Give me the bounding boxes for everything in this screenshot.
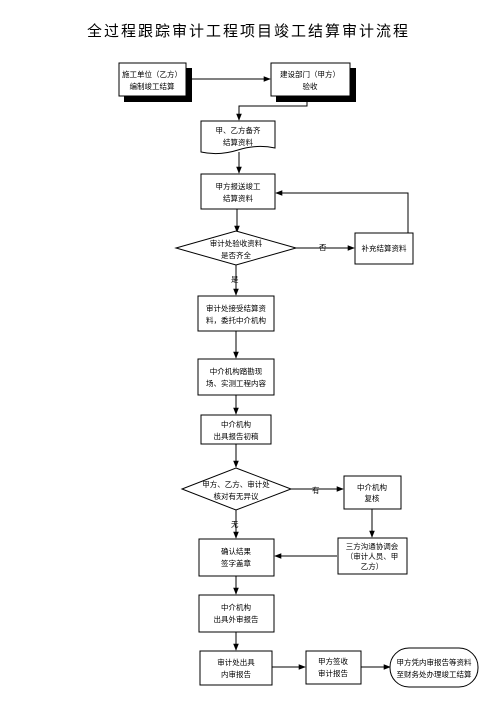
site-survey-line-1: 中介机构踏勘现 (210, 366, 263, 376)
confirm-sign-line-2: 签字盖章 (221, 558, 251, 568)
supplement-box (354, 232, 414, 265)
party-a-sign-box (305, 650, 362, 685)
review-box (343, 475, 402, 510)
acceptance-line-2: 验收 (303, 81, 318, 91)
verify-objection-line-1: 甲方、乙方、审计处 (202, 479, 270, 489)
accept-entrust-box (197, 295, 275, 332)
coordinate-line-1: 三方沟通协调会 (346, 541, 399, 551)
draft-report-line-1: 中介机构 (221, 419, 251, 429)
coordinate-line-2: （审计人员、甲 (346, 551, 399, 561)
accept-entrust-line-1: 审计处接受结算资 (206, 303, 266, 313)
verify-objection-line-2: 核对有无异议 (214, 491, 259, 501)
external-report-line-1: 中介机构 (221, 602, 251, 612)
contractor-box (118, 62, 187, 97)
external-report-line-2: 出具外审报告 (214, 614, 259, 624)
site-survey-line-2: 场、实测工程内容 (206, 378, 266, 388)
coordinate-box (337, 537, 408, 575)
acceptance-line-1: 建设部门（甲方） (280, 69, 340, 79)
internal-report-line-1: 审计处出具 (217, 657, 255, 667)
connectors (186, 76, 409, 670)
docs-line-1: 甲、乙方备齐 (216, 125, 261, 135)
final-settlement-line-1: 甲方凭内审报告等资料 (397, 657, 472, 667)
internal-report-line-2: 内审报告 (221, 669, 251, 679)
branch-label-no-check: 否 (319, 243, 327, 252)
acceptance-box (270, 62, 351, 97)
confirm-sign-line-1: 确认结果 (221, 546, 251, 556)
contractor-line-1: 施工单位（乙方） (122, 69, 182, 79)
draft-report-box (200, 414, 272, 445)
party-a-sign-line-2: 审计报告 (318, 668, 348, 678)
page-title: 全过程跟踪审计工程项目竣工结算审计流程 (86, 22, 410, 40)
submit-line-2: 结算资料 (223, 193, 253, 203)
branch-label-yes-check: 是 (231, 275, 239, 284)
review-line-2: 复核 (365, 493, 380, 503)
draft-report-line-2: 出具报告初稿 (214, 431, 259, 441)
final-settlement-box (389, 647, 479, 688)
internal-report-box (199, 650, 273, 686)
coordinate-line-3: 乙方） (361, 561, 384, 571)
site-survey-box (197, 358, 275, 396)
review-line-1: 中介机构 (357, 482, 387, 492)
docs-document-shape (200, 120, 276, 155)
submit-box (200, 173, 276, 210)
external-report-box (198, 594, 275, 633)
submit-line-1: 甲方报送竣工 (216, 181, 261, 191)
accept-entrust-line-2: 料，委托中介机构 (206, 315, 266, 325)
confirm-sign-box (198, 538, 275, 577)
contractor-line-2: 编制竣工结算 (130, 81, 175, 91)
check-complete-line-1: 审计处验收资料 (210, 238, 263, 248)
branch-label-no-objection: 无 (231, 520, 239, 529)
arrow-supplement-to-submit (275, 190, 409, 233)
check-complete-diamond (174, 230, 298, 266)
final-settlement-line-2: 至财务处办理竣工结算 (397, 669, 472, 679)
check-complete-line-2: 是否齐全 (221, 250, 251, 260)
docs-line-2: 结算资料 (223, 137, 253, 147)
supplement-line-1: 补充结算资料 (362, 243, 407, 253)
party-a-sign-line-1: 甲方签收 (318, 656, 348, 666)
verify-objection-diamond (180, 467, 293, 511)
branch-label-yes-objection: 有 (312, 485, 320, 495)
